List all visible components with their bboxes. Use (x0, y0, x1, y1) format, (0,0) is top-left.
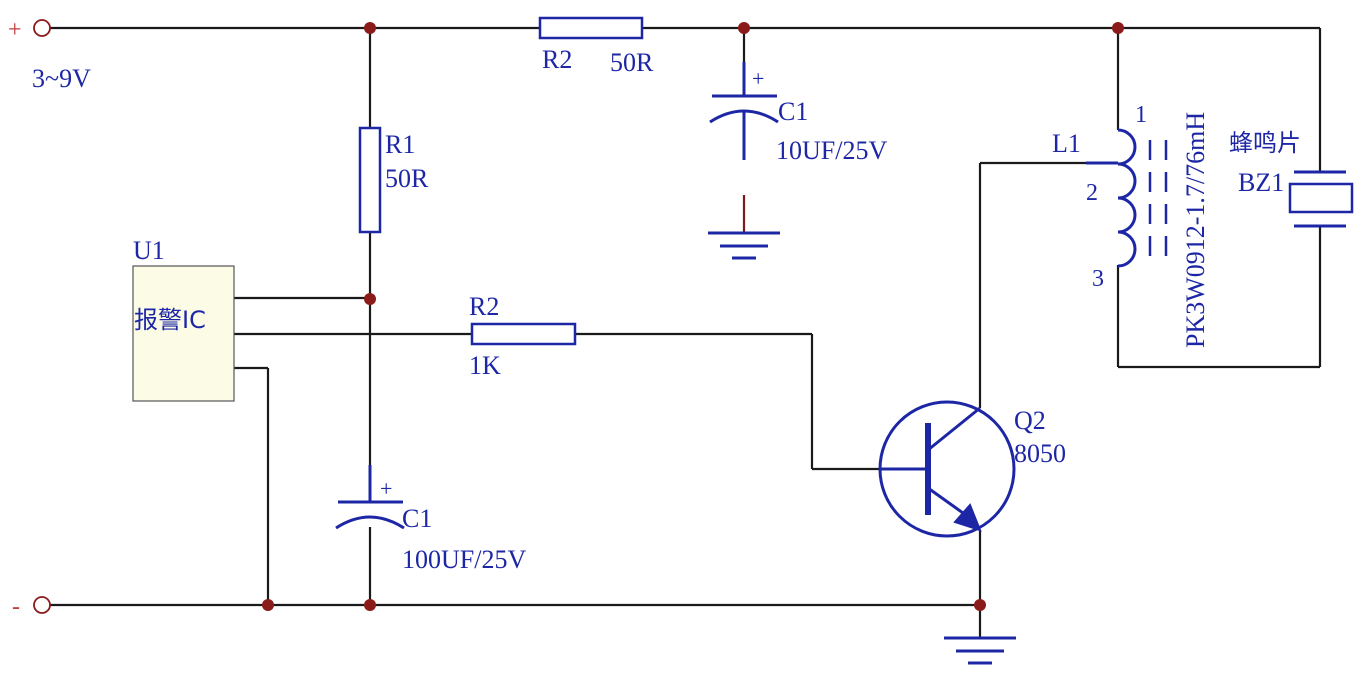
junction-dot (364, 599, 376, 611)
buzzer-label: 蜂鸣片 (1229, 129, 1301, 157)
ic-ref: U1 (133, 236, 165, 265)
resistor-ref: R1 (385, 130, 415, 159)
resistor-ref: R2 (469, 292, 499, 321)
inductor-pin-2: 2 (1086, 180, 1098, 206)
resistor-body (538, 16, 644, 40)
junction-dot (364, 293, 376, 305)
resistor-value: 50R (385, 164, 429, 193)
transistor-q2: Q2 8050 (878, 400, 1066, 538)
capacitor-polarity: + (752, 66, 764, 91)
transistor-collector (927, 406, 981, 452)
buzzer-ref: BZ1 (1238, 168, 1284, 197)
capacitor-c1-bottom: + C1 100UF/25V (335, 465, 526, 574)
minus-sign: - (12, 594, 20, 620)
capacitor-plate-curved (335, 515, 405, 530)
inductor-core (1148, 140, 1168, 256)
buzzer-body (1288, 182, 1354, 214)
inductor-pin-1: 1 (1135, 102, 1147, 128)
capacitor-c1-top: + C1 10UF/25V (709, 62, 887, 165)
inductor-ref: L1 (1052, 129, 1081, 158)
capacitor-polarity: + (380, 476, 392, 501)
resistor-body (358, 126, 382, 234)
resistor-body (470, 322, 577, 346)
wires (50, 26, 1322, 638)
junction-dot (1112, 22, 1124, 34)
power-terminal-plus: + 3~9V (8, 17, 91, 93)
capacitor-ref: C1 (402, 504, 432, 533)
junction-dot (738, 22, 750, 34)
ic-body (132, 265, 235, 402)
capacitor-value: 100UF/25V (402, 545, 526, 574)
junction-dot (974, 599, 986, 611)
supply-voltage-label: 3~9V (32, 64, 91, 93)
junction-dot (262, 599, 274, 611)
terminal-circle (33, 596, 51, 614)
capacitor-value: 10UF/25V (776, 136, 887, 165)
inductor-l1: L1 1 2 3 PK3W0912-1.7/76mH (1052, 102, 1210, 348)
resistor-r2-bottom: R2 1K (469, 292, 577, 380)
resistor-ref: R2 (542, 45, 572, 74)
resistor-value: 50R (610, 48, 654, 77)
terminal-circle (33, 19, 51, 37)
ic-u1: U1 报警IC (132, 236, 235, 402)
plus-sign: + (8, 17, 22, 43)
resistor-r2-top: R2 50R (538, 16, 654, 77)
transistor-value: 8050 (1014, 439, 1066, 468)
capacitor-ref: C1 (778, 97, 808, 126)
ground-symbol-q2 (944, 636, 1016, 665)
transistor-emitter-arrow (953, 503, 982, 532)
buzzer-bz1: 蜂鸣片 BZ1 (1229, 129, 1354, 228)
resistor-value: 1K (469, 351, 501, 380)
ground-symbol-c1 (708, 231, 780, 260)
inductor-pin-3: 3 (1092, 266, 1104, 292)
inductor-coil (1117, 128, 1137, 268)
junctions (262, 22, 1124, 611)
junction-dot (364, 22, 376, 34)
ic-label: 报警IC (134, 306, 206, 334)
transistor-ref: Q2 (1014, 406, 1046, 435)
inductor-part-number: PK3W0912-1.7/76mH (1181, 112, 1210, 348)
resistor-r1: R1 50R (358, 126, 429, 234)
power-terminal-minus: - (12, 594, 51, 620)
